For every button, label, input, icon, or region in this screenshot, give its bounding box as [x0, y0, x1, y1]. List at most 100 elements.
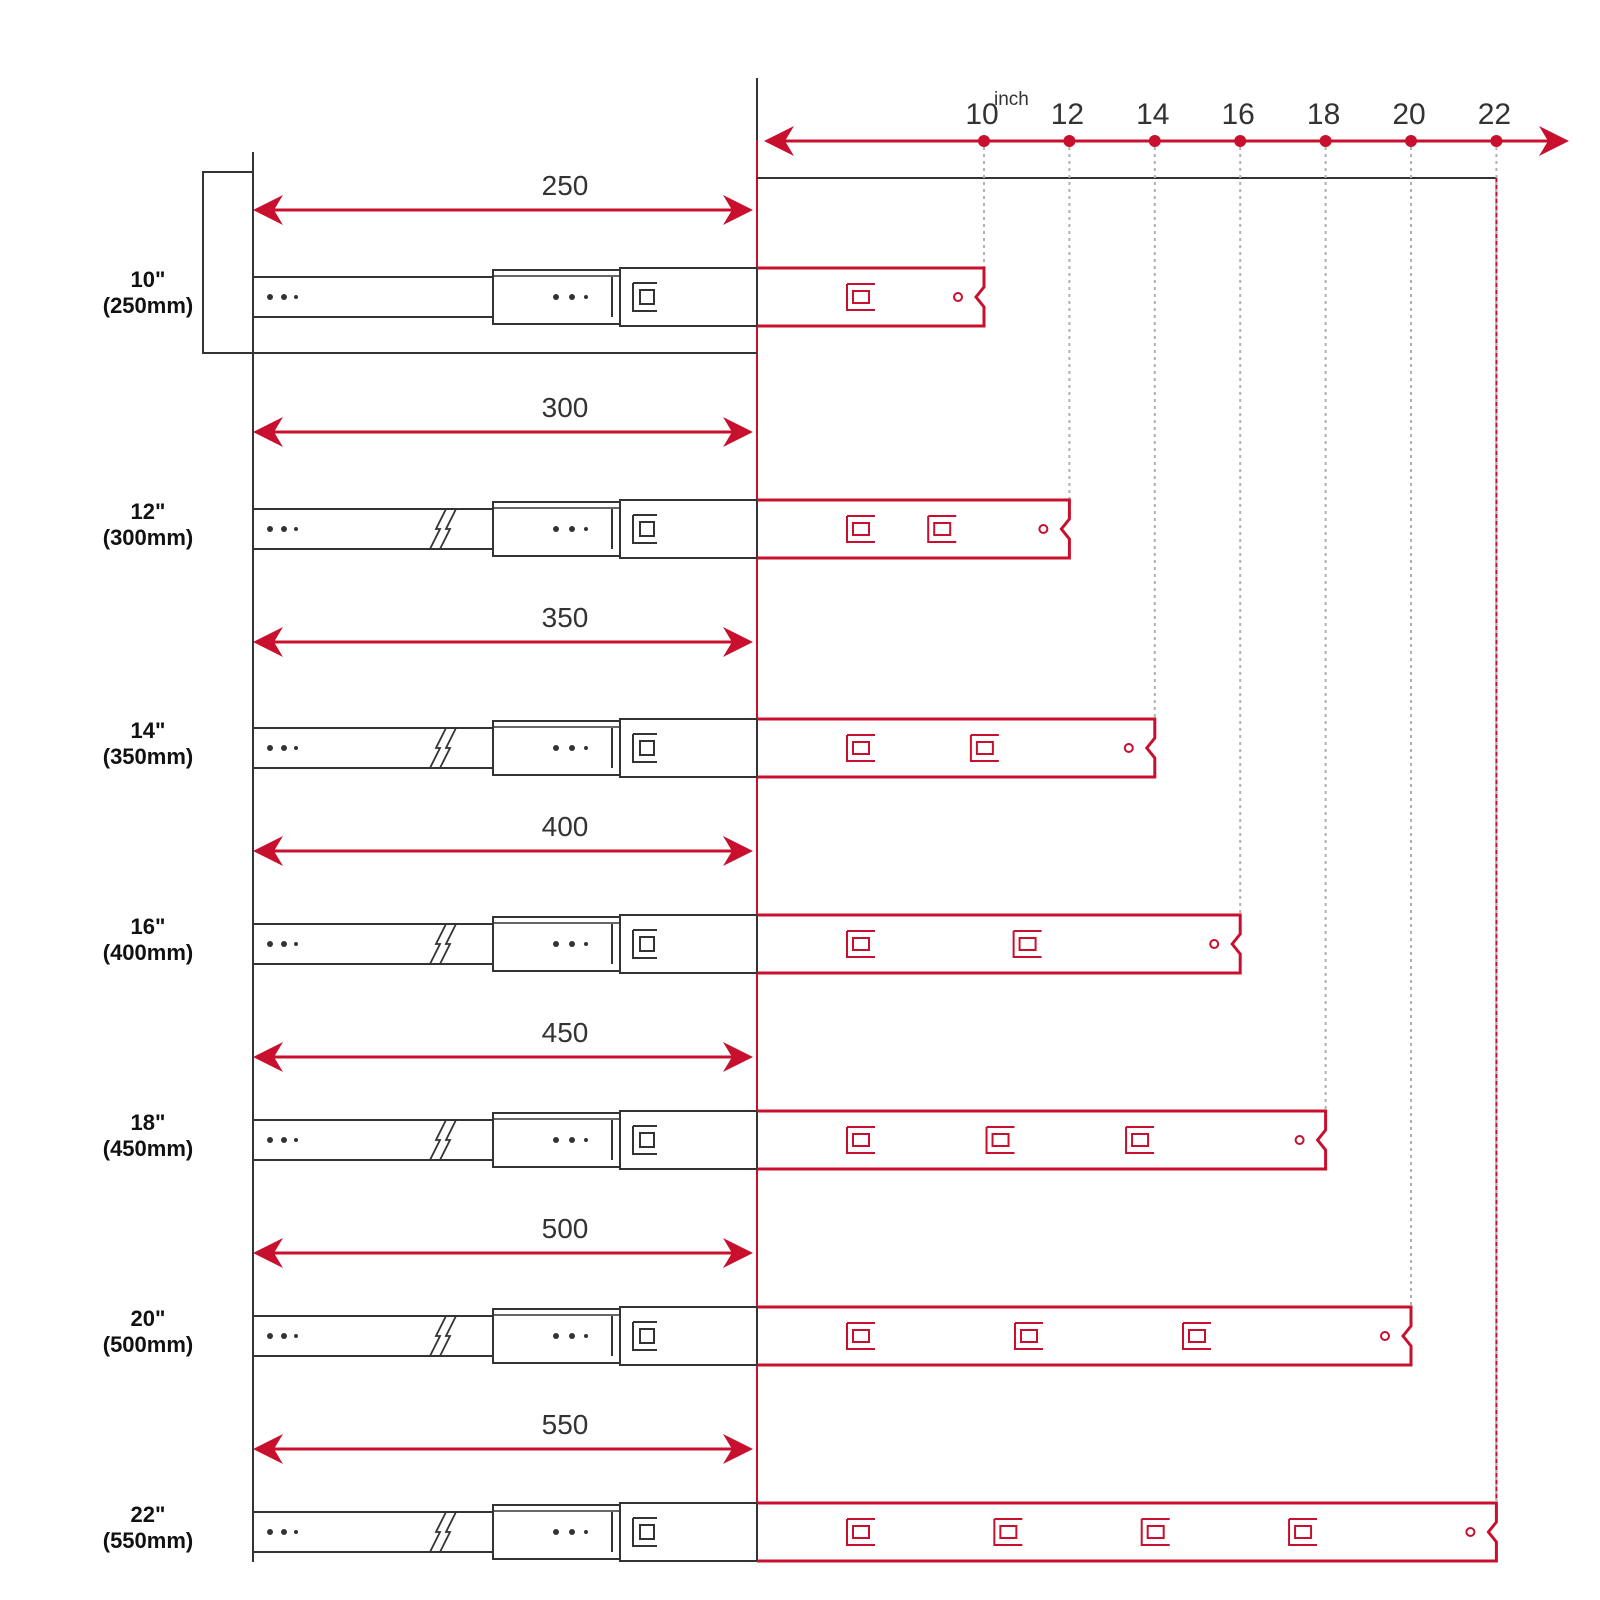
rail-break-mark — [429, 508, 457, 550]
extended-inner-rail — [757, 913, 1242, 975]
extended-inner-rail — [757, 717, 1157, 779]
outer-rail — [252, 508, 494, 550]
rail-break-mark — [429, 727, 457, 769]
screw-hole — [267, 1529, 273, 1535]
rail-break-mark — [429, 1119, 457, 1161]
inner-rail — [619, 1110, 758, 1170]
scale-tick-dot — [1148, 135, 1161, 147]
scale-tick-label: 10 — [965, 98, 998, 131]
screw-hole — [584, 1334, 588, 1338]
end-hole — [1380, 1331, 1390, 1341]
red-clip-icon — [1012, 930, 1042, 958]
screw-hole — [281, 526, 287, 532]
end-hole — [1209, 939, 1220, 949]
end-hole — [1294, 1135, 1305, 1145]
outer-rail — [252, 276, 494, 318]
scale-tick-label: 16 — [1222, 98, 1255, 131]
outer-rail — [252, 1511, 494, 1553]
end-hole — [953, 292, 963, 302]
length-dimension-label: 500 — [542, 1213, 589, 1244]
outer-rail — [252, 727, 494, 769]
screw-hole — [569, 1333, 575, 1339]
extended-inner-rail — [757, 266, 986, 328]
slide-row: 500 20"(500mm) — [103, 147, 1413, 1367]
screw-hole — [281, 1333, 287, 1339]
inner-rail — [619, 718, 758, 778]
screw-hole — [281, 294, 287, 300]
red-clip-icon — [927, 515, 957, 543]
red-clip-icon — [993, 1518, 1023, 1546]
red-clip-icon — [846, 515, 875, 543]
screw-hole — [294, 942, 298, 946]
mounting-clip-icon — [632, 1321, 657, 1351]
screw-hole — [569, 941, 575, 947]
screw-hole — [553, 526, 559, 532]
slide-size-mm: (350mm) — [103, 744, 193, 769]
red-clip-icon — [846, 283, 875, 311]
length-dimension-label: 300 — [542, 392, 589, 423]
slide-size-mm: (500mm) — [103, 1332, 193, 1357]
screw-hole — [294, 1334, 298, 1338]
screw-hole — [569, 294, 575, 300]
length-dimension-label: 350 — [542, 602, 589, 633]
red-clip-icon — [846, 1518, 875, 1546]
scale-tick-dot — [1405, 135, 1417, 147]
extended-inner-rail — [757, 1501, 1498, 1563]
screw-hole — [569, 1137, 575, 1143]
red-clip-icon — [1125, 1126, 1155, 1154]
scale-tick-dot — [978, 135, 990, 147]
end-hole — [1123, 743, 1134, 753]
screw-hole — [584, 527, 588, 531]
scale-tick-label: 18 — [1307, 98, 1340, 131]
slide-size-inch: 10" — [131, 267, 166, 292]
extended-inner-rail — [757, 498, 1071, 560]
scale-tick-label: 12 — [1051, 98, 1084, 131]
screw-hole — [267, 294, 273, 300]
red-clip-icon — [985, 1126, 1015, 1154]
mounting-clip-icon — [632, 733, 657, 763]
screw-hole — [553, 745, 559, 751]
outer-rail — [252, 1315, 494, 1357]
slide-size-inch: 16" — [131, 914, 166, 939]
cabinet-outline — [202, 171, 757, 354]
length-dimension-label: 550 — [542, 1409, 589, 1440]
slide-size-mm: (550mm) — [103, 1528, 193, 1553]
slide-size-mm: (450mm) — [103, 1136, 193, 1161]
rail-break-mark — [429, 1511, 457, 1553]
screw-hole — [569, 526, 575, 532]
screw-hole — [553, 1137, 559, 1143]
scale-tick-dot — [1319, 135, 1332, 147]
inner-rail — [619, 1502, 758, 1562]
scale-tick-dot — [1063, 135, 1076, 147]
screw-hole — [294, 1138, 298, 1142]
red-clip-icon — [846, 734, 875, 762]
screw-hole — [281, 1529, 287, 1535]
slide-size-inch: 20" — [131, 1306, 166, 1331]
scale-tick-label: 20 — [1392, 98, 1425, 131]
inner-rail — [619, 499, 758, 559]
length-dimension-label: 250 — [542, 170, 589, 201]
red-clip-icon — [1014, 1322, 1043, 1350]
scale-tick-dot — [1490, 135, 1503, 147]
screw-hole — [294, 1530, 298, 1534]
scale-tick-dot — [1234, 135, 1247, 147]
red-clip-icon — [1182, 1322, 1211, 1350]
scale-tick-label: 22 — [1478, 98, 1511, 131]
length-dimension-label: 450 — [542, 1017, 589, 1048]
red-clip-icon — [846, 1126, 875, 1154]
extended-inner-rail — [757, 1305, 1413, 1367]
screw-hole — [267, 526, 273, 532]
slide-size-mm: (400mm) — [103, 940, 193, 965]
screw-hole — [281, 745, 287, 751]
red-clip-icon — [1288, 1518, 1318, 1546]
screw-hole — [281, 941, 287, 947]
screw-hole — [267, 1333, 273, 1339]
screw-hole — [267, 745, 273, 751]
slide-size-inch: 18" — [131, 1110, 166, 1135]
slide-size-mm: (300mm) — [103, 525, 193, 550]
screw-hole — [553, 1529, 559, 1535]
screw-hole — [569, 1529, 575, 1535]
